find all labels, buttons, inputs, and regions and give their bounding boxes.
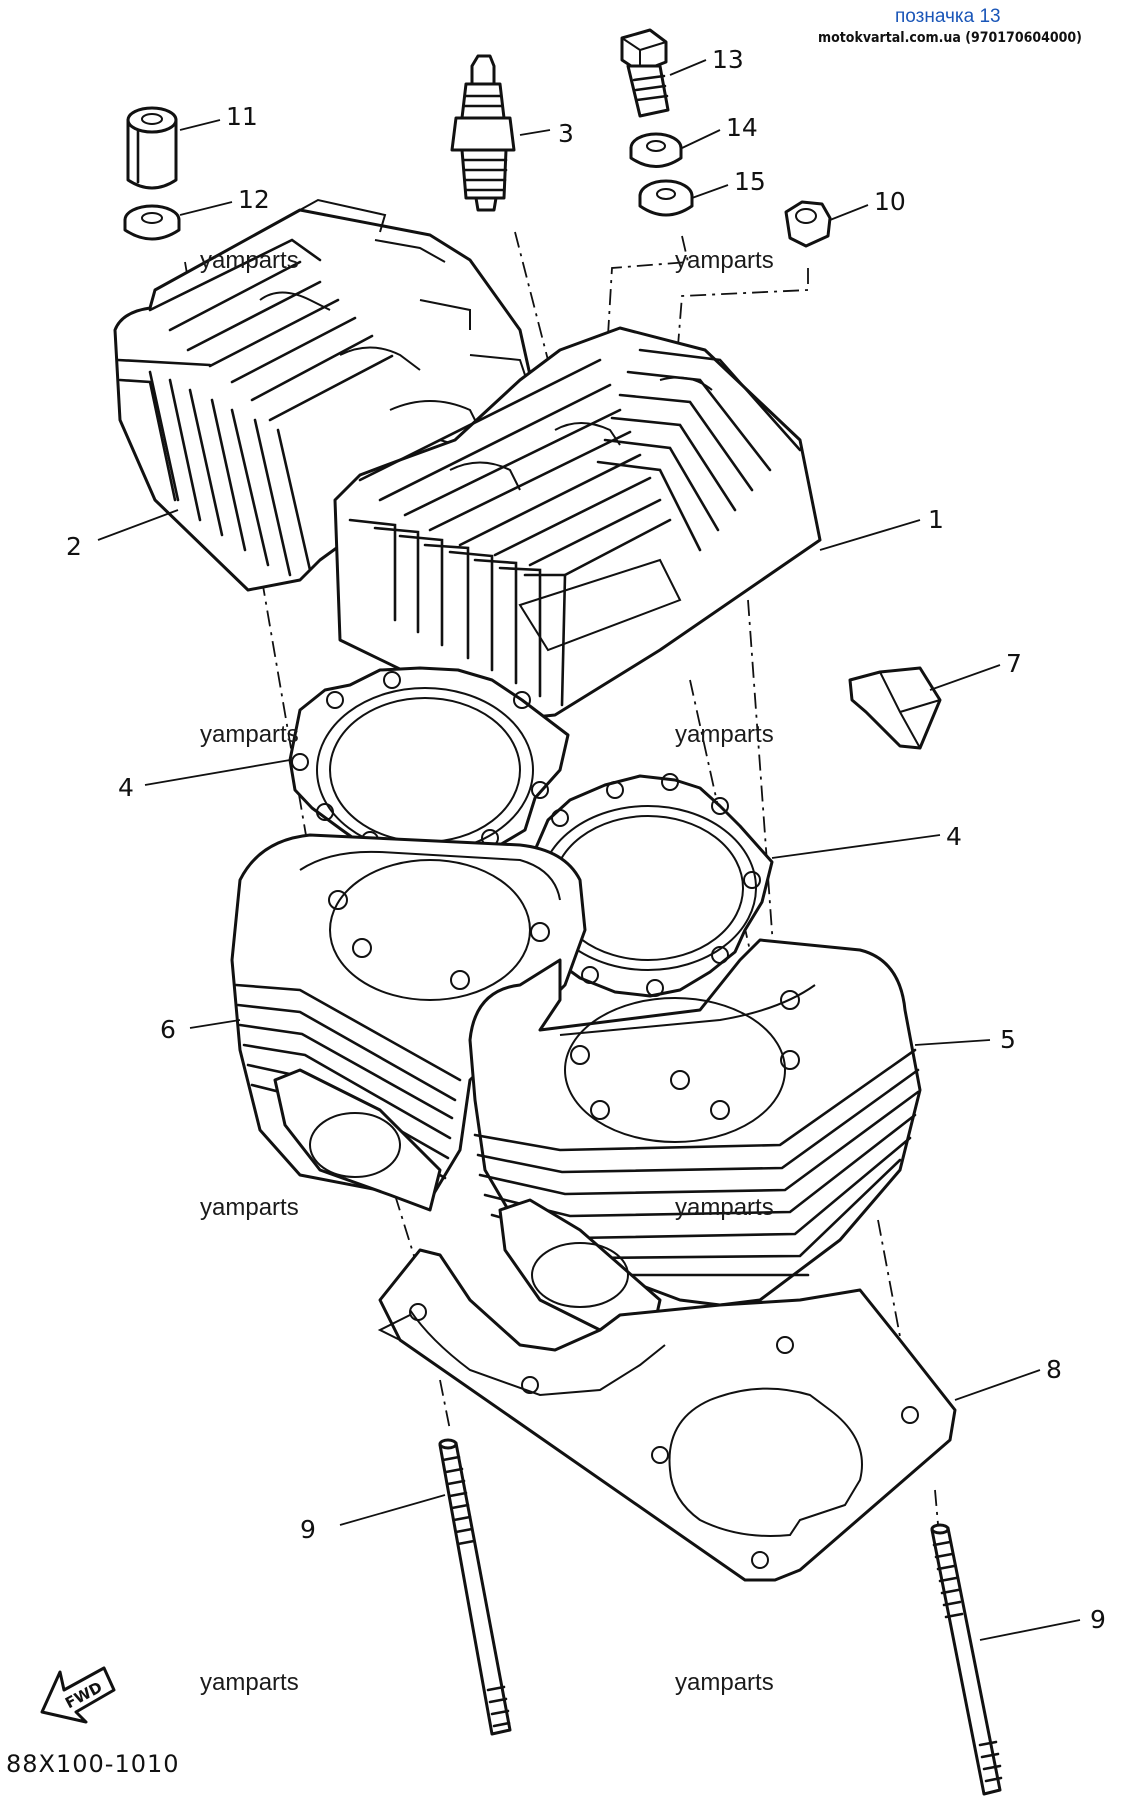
watermark-1: yamparts bbox=[200, 247, 299, 274]
head-gasket-4-right bbox=[518, 773, 774, 998]
head-gasket-4-left bbox=[288, 666, 570, 870]
callout-14: 14 bbox=[726, 113, 758, 142]
callout-11: 11 bbox=[226, 102, 258, 131]
washer-15 bbox=[638, 179, 694, 217]
callout-2: 2 bbox=[66, 532, 82, 561]
watermark-6: yamparts bbox=[675, 1194, 774, 1221]
callout-4-right: 4 bbox=[946, 822, 962, 851]
lock-washer-14 bbox=[629, 132, 683, 168]
washer-12 bbox=[123, 204, 181, 241]
spark-plug-3 bbox=[450, 54, 516, 212]
callout-5: 5 bbox=[1000, 1025, 1016, 1054]
callout-12: 12 bbox=[238, 185, 270, 214]
callout-labels: 11 12 3 13 14 15 10 2 1 7 4 4 6 5 8 9 9 bbox=[66, 45, 1106, 1634]
watermark-7: yamparts bbox=[200, 1669, 299, 1696]
stud-9-right bbox=[930, 1523, 1003, 1796]
source-site-text: motokvartal.com.ua (970170604000) bbox=[818, 30, 1082, 46]
sleeve-11 bbox=[126, 106, 178, 190]
stud-9-left bbox=[438, 1438, 512, 1736]
callout-10: 10 bbox=[874, 187, 906, 216]
watermark-4: yamparts bbox=[675, 721, 774, 748]
callout-15: 15 bbox=[734, 167, 766, 196]
forward-arrow-icon: FWD bbox=[40, 1666, 116, 1724]
nut-10 bbox=[784, 200, 832, 248]
cylinder-head-2 bbox=[113, 198, 542, 592]
watermarks: yamparts yamparts yamparts yamparts yamp… bbox=[200, 247, 774, 1696]
callout-6: 6 bbox=[160, 1015, 176, 1044]
diagram-code: 88X100-1010 bbox=[6, 1750, 180, 1778]
callout-13: 13 bbox=[712, 45, 744, 74]
bolt-13 bbox=[620, 28, 670, 118]
cylinder-5 bbox=[468, 938, 922, 1347]
callout-1: 1 bbox=[928, 505, 944, 534]
watermark-3: yamparts bbox=[200, 721, 299, 748]
callout-4-left: 4 bbox=[118, 773, 134, 802]
watermark-5: yamparts bbox=[200, 1194, 299, 1221]
cylinder-6 bbox=[230, 833, 587, 1212]
diagram-ref-label: позначка 13 bbox=[895, 6, 1001, 27]
callout-7: 7 bbox=[1006, 649, 1022, 678]
cylinder-head-1 bbox=[333, 326, 822, 722]
callout-8: 8 bbox=[1046, 1355, 1062, 1384]
leader-lines bbox=[97, 59, 1081, 1641]
callout-9-right: 9 bbox=[1090, 1605, 1106, 1634]
rubber-wedge-7 bbox=[848, 666, 942, 750]
callout-3: 3 bbox=[558, 119, 574, 148]
base-gasket-8 bbox=[377, 1248, 957, 1582]
watermark-8: yamparts bbox=[675, 1669, 774, 1696]
watermark-2: yamparts bbox=[675, 247, 774, 274]
callout-9-left: 9 bbox=[300, 1515, 316, 1544]
